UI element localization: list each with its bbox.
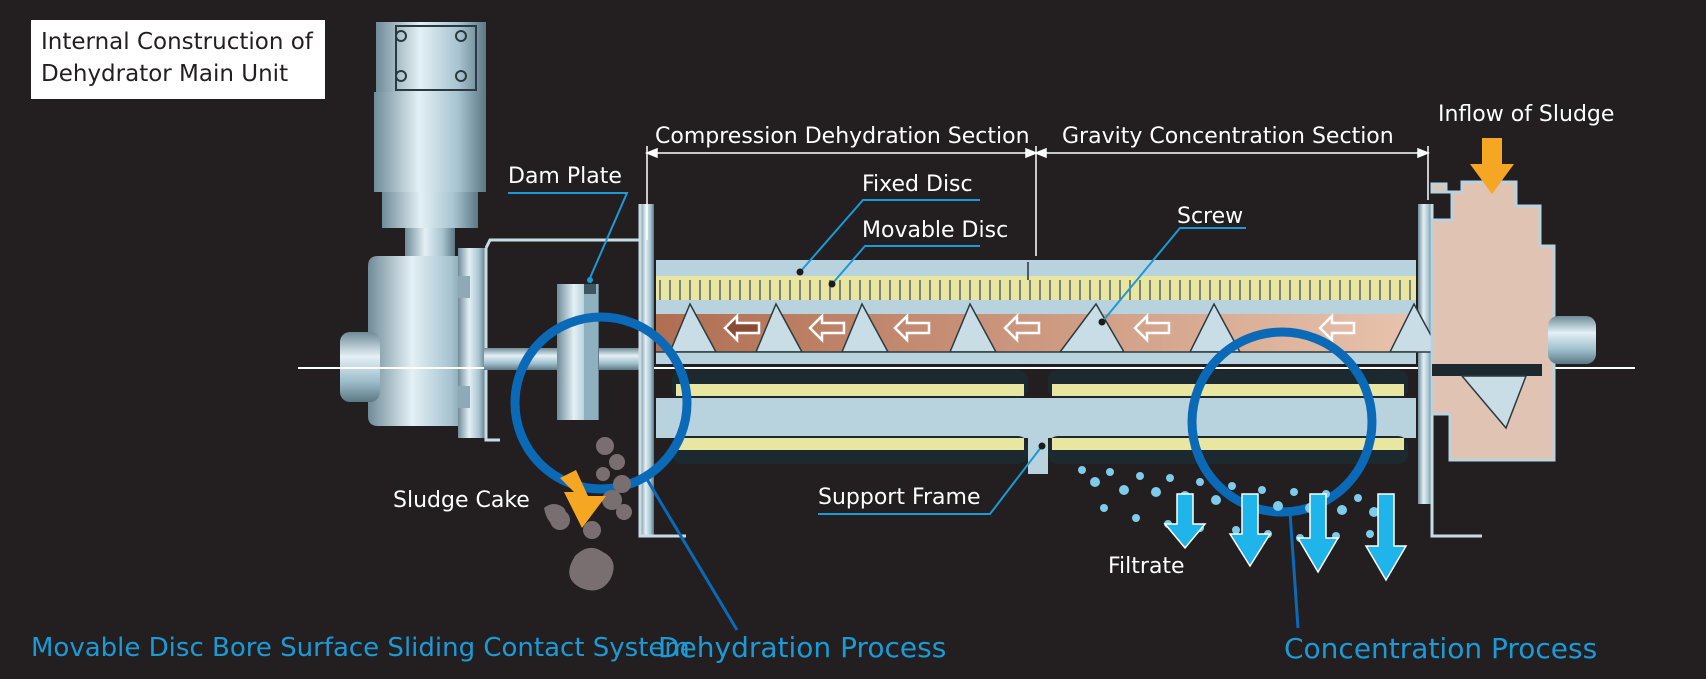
label-support-frame: Support Frame — [818, 485, 981, 510]
label-compression-section: Compression Dehydration Section — [655, 124, 1030, 149]
caption-system: Movable Disc Bore Surface Sliding Contac… — [31, 633, 690, 663]
dehydration-leader — [643, 475, 739, 631]
dehydration-circle — [510, 312, 692, 494]
motor — [340, 22, 486, 438]
label-inflow: Inflow of Sludge — [1438, 102, 1615, 127]
label-gravity-section: Gravity Concentration Section — [1062, 124, 1394, 149]
leader-lines — [508, 192, 1246, 515]
sludge-cake-particles — [544, 437, 632, 591]
caption-concentration: Concentration Process — [1284, 632, 1598, 665]
title-line-1: Internal Construction of — [41, 29, 313, 55]
caption-dehydration: Dehydration Process — [658, 631, 947, 664]
section-brackets — [644, 146, 1431, 256]
concentration-leader — [1288, 511, 1300, 629]
label-movable-disc: Movable Disc — [862, 218, 1009, 243]
inflow-hopper — [1430, 180, 1596, 462]
filtrate-arrows — [1163, 493, 1408, 582]
title-line-2: Dehydrator Main Unit — [41, 61, 289, 87]
leader-dots — [587, 268, 1106, 450]
label-filtrate: Filtrate — [1108, 554, 1185, 579]
label-sludge-cake: Sludge Cake — [393, 488, 530, 513]
concentration-circle — [1187, 327, 1377, 517]
label-fixed-disc: Fixed Disc — [862, 172, 973, 197]
label-dam-plate: Dam Plate — [508, 164, 622, 189]
inflow-arrow — [1470, 138, 1514, 194]
label-screw: Screw — [1177, 204, 1244, 229]
diagram-title: Internal Construction of Dehydrator Main… — [31, 20, 325, 99]
sludge-cake-arrow — [560, 470, 606, 528]
